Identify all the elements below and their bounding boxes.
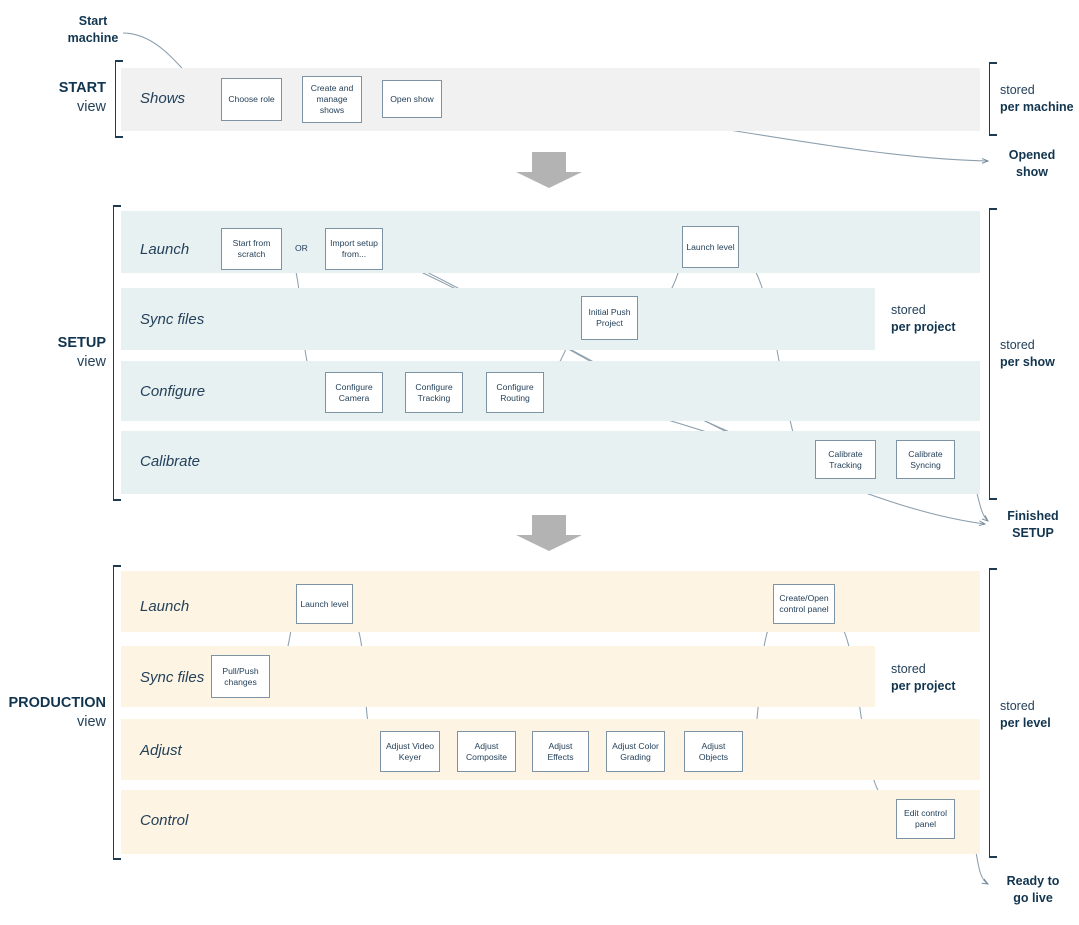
node-adjust-color-grading[interactable]: Adjust Color Grading <box>606 731 665 772</box>
setup-storage-project-label: stored per project <box>891 302 956 335</box>
start-storage-line2: per machine <box>1000 99 1074 114</box>
start-lane-label-shows: Shows <box>140 90 186 107</box>
setup-storage-project-line1: stored <box>891 303 926 317</box>
production-output-line1: Ready to <box>1006 874 1060 888</box>
setup-storage-show-line1: stored <box>1000 338 1035 352</box>
phase-name-start: START <box>58 80 106 96</box>
production-storage-level-line2: per level <box>1000 715 1051 730</box>
setup-storage-show-label: stored per show <box>1000 337 1055 370</box>
start-storage-line1: stored <box>1000 83 1035 97</box>
setup-output-line1: Finished <box>1007 509 1059 523</box>
setup-lane-sync-files <box>121 288 875 350</box>
node-import-setup-from[interactable]: Import setup from... <box>325 228 383 270</box>
node-start-from-scratch[interactable]: Start from scratch <box>221 228 282 270</box>
production-lane-launch <box>121 571 980 632</box>
node-configure-tracking[interactable]: Configure Tracking <box>405 372 463 413</box>
node-adjust-objects[interactable]: Adjust Objects <box>684 731 743 772</box>
node-initial-push-project[interactable]: Initial Push Project <box>581 296 638 340</box>
node-calibrate-tracking[interactable]: Calibrate Tracking <box>815 440 876 479</box>
production-output-label: Ready to go live <box>993 873 1073 906</box>
start-storage-label: stored per machine <box>1000 82 1074 115</box>
setup-storage-bracket <box>989 208 997 500</box>
down-arrow-start-to-setup <box>516 152 582 188</box>
phase-label-start: START view <box>20 79 106 116</box>
production-storage-project-label: stored per project <box>891 661 956 694</box>
setup-storage-show-line2: per show <box>1000 354 1055 369</box>
node-launch-level-production[interactable]: Launch level <box>296 584 353 624</box>
node-configure-camera[interactable]: Configure Camera <box>325 372 383 413</box>
setup-output-line2: SETUP <box>1012 525 1054 540</box>
production-storage-bracket <box>989 568 997 858</box>
setup-lane-label-configure: Configure <box>140 383 206 400</box>
production-lane-label-control: Control <box>140 812 189 829</box>
production-phase-bracket <box>113 565 121 860</box>
node-adjust-composite[interactable]: Adjust Composite <box>457 731 516 772</box>
production-lane-label-adjust: Adjust <box>140 742 182 759</box>
production-lane-label-sync-files: Sync files <box>140 669 205 686</box>
setup-lane-configure <box>121 361 980 421</box>
setup-or-label: OR <box>295 243 308 253</box>
node-open-show[interactable]: Open show <box>382 80 442 118</box>
phase-name-production: PRODUCTION <box>8 695 106 711</box>
entry-line2: machine <box>67 30 119 45</box>
start-storage-bracket <box>989 62 997 136</box>
node-create-manage-shows[interactable]: Create and manage shows <box>302 76 362 123</box>
production-storage-level-line1: stored <box>1000 699 1035 713</box>
node-configure-routing[interactable]: Configure Routing <box>486 372 544 413</box>
entry-line1: Start <box>78 14 108 28</box>
node-choose-role[interactable]: Choose role <box>221 78 282 121</box>
node-launch-level-setup[interactable]: Launch level <box>682 226 739 268</box>
phase-name-setup: SETUP <box>57 335 106 351</box>
start-phase-bracket <box>115 60 123 138</box>
start-output-line2: show <box>1016 164 1048 179</box>
node-calibrate-syncing[interactable]: Calibrate Syncing <box>896 440 955 479</box>
phase-view-production: view <box>76 713 106 730</box>
production-lane-control <box>121 790 980 854</box>
node-pull-push-changes[interactable]: Pull/Push changes <box>211 655 270 698</box>
phase-label-setup: SETUP view <box>20 334 106 371</box>
production-storage-level-label: stored per level <box>1000 698 1051 731</box>
setup-lane-label-calibrate: Calibrate <box>140 453 201 470</box>
setup-lane-label-sync-files: Sync files <box>140 311 205 328</box>
node-edit-control-panel[interactable]: Edit control panel <box>896 799 955 839</box>
node-create-open-control-panel[interactable]: Create/Open control panel <box>773 584 835 624</box>
setup-lane-label-launch: Launch <box>140 241 190 258</box>
node-adjust-video-keyer[interactable]: Adjust Video Keyer <box>380 731 440 772</box>
setup-storage-project-line2: per project <box>891 319 956 334</box>
phase-view-start: view <box>76 98 106 115</box>
setup-phase-bracket <box>113 205 121 501</box>
production-storage-project-line1: stored <box>891 662 926 676</box>
start-output-line1: Opened <box>1008 148 1056 162</box>
phase-view-setup: view <box>76 353 106 370</box>
setup-output-label: Finished SETUP <box>993 508 1073 541</box>
production-output-line2: go live <box>1013 890 1053 905</box>
down-arrow-setup-to-production <box>516 515 582 551</box>
start-output-label: Opened show <box>993 147 1071 180</box>
entry-start-machine: Start machine <box>55 13 131 46</box>
node-adjust-effects[interactable]: Adjust Effects <box>532 731 589 772</box>
production-lane-label-launch: Launch <box>140 598 190 615</box>
production-storage-project-line2: per project <box>891 678 956 693</box>
phase-label-production: PRODUCTION view <box>8 694 106 731</box>
